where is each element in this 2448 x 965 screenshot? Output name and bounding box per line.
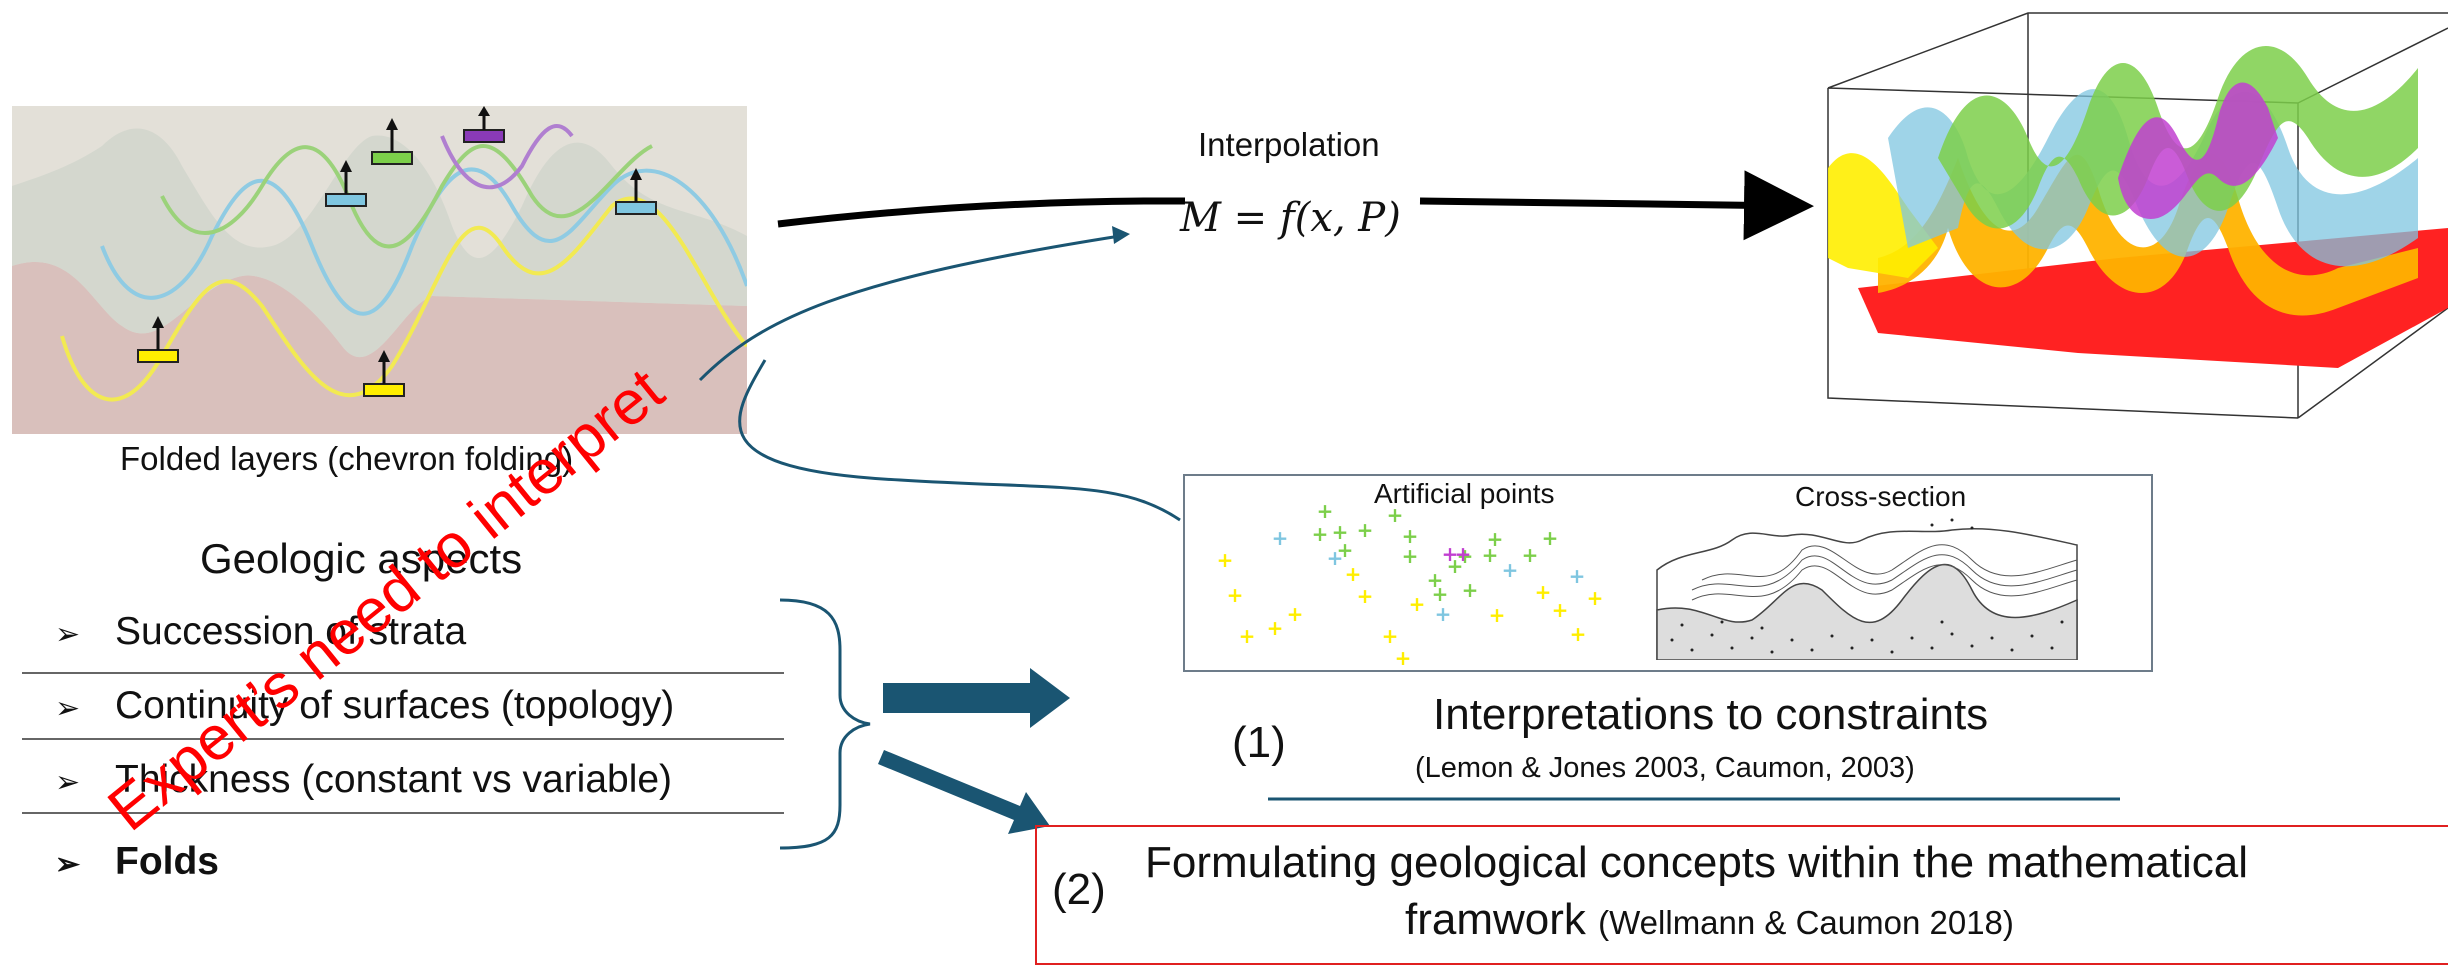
svg-text:+: + (1387, 505, 1404, 527)
divider (22, 812, 784, 814)
svg-text:+: + (1217, 548, 1234, 572)
option-1-citation: (Lemon & Jones 2003, Caumon, 2003) (1415, 752, 1915, 784)
option-2-number: (2) (1052, 865, 1106, 914)
list-item-text: Succession of strata (115, 610, 467, 653)
teal-connector-arrow (698, 234, 1121, 382)
svg-text:+: + (1502, 558, 1519, 582)
svg-text:+: + (1427, 568, 1444, 592)
svg-text:+: + (1455, 542, 1472, 566)
svg-text:+: + (1432, 582, 1449, 606)
list-item-text: Continuity of surfaces (topology) (115, 684, 675, 727)
thick-arrow-to-constraints (883, 668, 1070, 728)
svg-text:+: + (1457, 544, 1474, 568)
svg-text:+: + (1239, 624, 1256, 648)
artificial-points-plot: ++ ++++++ +++++ ++++ +++++ ++ ++++ ++++ … (1217, 505, 1604, 670)
svg-text:+: + (1522, 543, 1539, 567)
svg-text:+: + (1402, 544, 1419, 568)
svg-text:+: + (1327, 546, 1344, 570)
brace (779, 598, 871, 850)
option-2-line1: Formulating geological concepts within t… (1145, 838, 2249, 887)
svg-text:+: + (1535, 580, 1552, 604)
option-2-line2-text: framwork (1405, 895, 1586, 944)
interpolation-arrow (777, 197, 1186, 228)
cross-section-label: Cross-section (1795, 481, 1967, 512)
3d-geological-model (1827, 12, 2448, 419)
svg-text:+: + (1345, 562, 1362, 586)
svg-text:+: + (1442, 542, 1459, 566)
arrow-bullet-icon: ➢ (55, 848, 81, 881)
svg-text:+: + (1570, 622, 1587, 646)
svg-text:+: + (1357, 518, 1374, 542)
arrow-bullet-icon: ➢ (55, 618, 81, 651)
folded-layers-photo (12, 106, 747, 434)
svg-text:+: + (1542, 526, 1559, 550)
svg-text:+: + (1395, 646, 1412, 670)
thick-arrow-to-concepts (878, 750, 1050, 834)
divider (22, 738, 784, 740)
artificial-points-label: Artificial points (1374, 478, 1555, 509)
svg-text:+: + (1272, 526, 1289, 550)
list-item: ➢ Folds (55, 840, 219, 884)
interpolation-label: Interpolation (1198, 126, 1380, 163)
cross-section-drawing (1656, 518, 2078, 660)
list-item: ➢ Continuity of surfaces (topology) (55, 684, 674, 728)
svg-text:+: + (1357, 584, 1374, 608)
divider (22, 672, 784, 674)
svg-text:+: + (1337, 538, 1354, 562)
svg-text:+: + (1409, 592, 1426, 616)
svg-text:+: + (1487, 527, 1504, 551)
arrow-bullet-icon: ➢ (55, 766, 81, 799)
interpolation-formula: M = f(x, P) (1180, 195, 1401, 241)
svg-text:+: + (1402, 524, 1419, 548)
svg-text:+: + (1317, 505, 1334, 523)
svg-text:+: + (1552, 598, 1569, 622)
geologic-aspects-title: Geologic aspects (200, 535, 523, 582)
option-2-citation: (Wellmann & Caumon 2018) (1598, 904, 2014, 941)
list-item: ➢ Succession of strata (55, 610, 466, 654)
constraints-panel (1183, 474, 2153, 672)
svg-text:+: + (1332, 520, 1349, 544)
list-item-text: Thickness (constant vs variable) (115, 758, 673, 801)
list-item-text: Folds (115, 840, 219, 883)
svg-text:+: + (1287, 602, 1304, 626)
svg-text:+: + (1435, 602, 1452, 626)
svg-text:+: + (1312, 522, 1329, 546)
option-1-title: Interpretations to constraints (1433, 690, 1989, 739)
svg-text:+: + (1587, 586, 1604, 610)
svg-text:+: + (1489, 603, 1506, 627)
teal-connector-curve (738, 359, 1181, 522)
arrow-bullet-icon: ➢ (55, 692, 81, 725)
svg-text:+: + (1462, 578, 1479, 602)
svg-text:+: + (1382, 624, 1399, 648)
svg-text:+: + (1267, 616, 1284, 640)
list-item: ➢ Thickness (constant vs variable) (55, 758, 672, 802)
svg-text:+: + (1227, 583, 1244, 607)
option-2-line2: framwork (Wellmann & Caumon 2018) (1405, 895, 2014, 945)
svg-text:+: + (1482, 543, 1499, 567)
svg-text:+: + (1569, 564, 1586, 588)
svg-text:+: + (1447, 554, 1464, 578)
option-1-number: (1) (1232, 718, 1286, 767)
photo-caption: Folded layers (chevron folding) (120, 440, 574, 477)
